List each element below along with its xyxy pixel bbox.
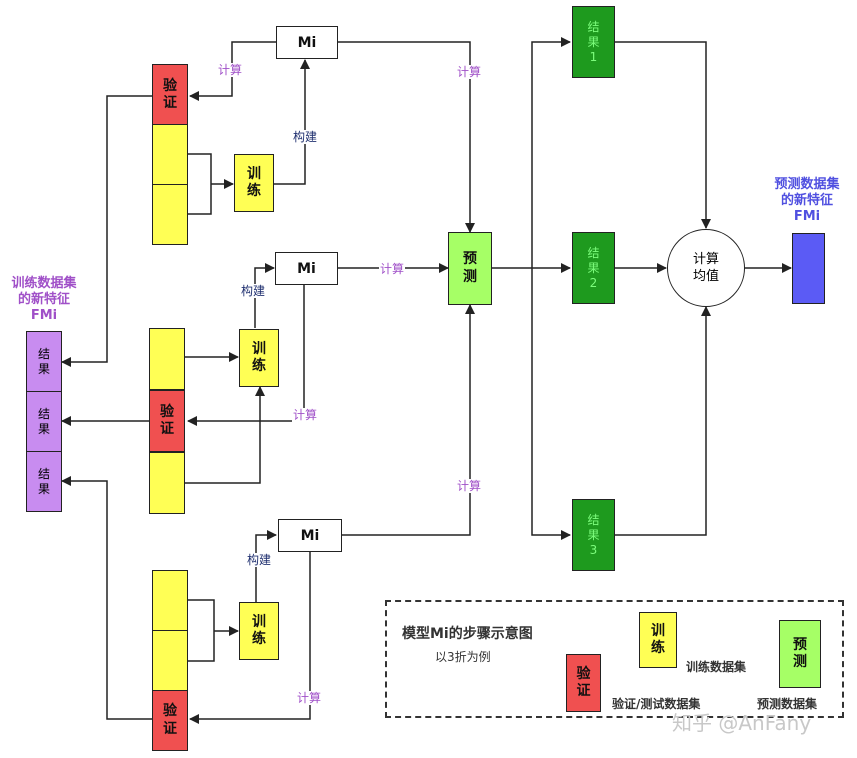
legend-predict-label: 预测数据集 <box>757 697 818 711</box>
train-box-fold1-label: 训 练 <box>247 165 261 200</box>
predict-box-label: 预 测 <box>463 251 477 285</box>
train-block-fold3-a <box>152 570 188 632</box>
build-label-fold3: 构建 <box>246 553 273 567</box>
predict-box: 预 测 <box>448 232 492 305</box>
verify-box-fold2-label: 验 证 <box>160 403 174 438</box>
build-label-fold2: 构建 <box>240 284 267 298</box>
result-box-left-2-label: 结 果 <box>37 406 50 436</box>
result-box-left-3: 结 果 <box>26 451 62 512</box>
legend-verify-label: 验证/测试数据集 <box>612 697 701 711</box>
legend-train-label: 训练数据集 <box>686 660 747 674</box>
train-box-fold3-label: 训 练 <box>252 613 266 648</box>
train-box-fold2-label: 训 练 <box>252 340 266 375</box>
legend-verify-swatch-label: 验 证 <box>576 665 591 700</box>
watermark: 知乎 @AnFany <box>672 711 812 735</box>
result-box-1: 结 果 1 <box>572 6 615 78</box>
result-box-left-1: 结 果 <box>26 331 62 392</box>
train-box-fold3: 训 练 <box>239 602 279 660</box>
calc-label-fold3-verify: 计算 <box>296 691 323 705</box>
result-box-3: 结 果 3 <box>572 499 615 571</box>
result-box-left-3-label: 结 果 <box>37 466 50 496</box>
legend-predict-swatch-label: 预 测 <box>793 636 807 671</box>
train-block-fold1-a <box>152 124 188 186</box>
result-box-3-label: 结 果 3 <box>587 512 600 557</box>
result-box-left-1-label: 结 果 <box>37 346 50 376</box>
verify-box-fold1-label: 验 证 <box>163 77 177 112</box>
legend-train-swatch-label: 训 练 <box>651 622 665 657</box>
model-box-fold2-label: Mi <box>297 260 316 277</box>
calc-label-fold1-verify: 计算 <box>217 63 244 77</box>
legend-predict-swatch: 预 测 <box>779 620 821 688</box>
model-box-fold2: Mi <box>275 252 338 285</box>
legend-train-swatch: 训 练 <box>639 612 677 668</box>
legend-verify-swatch: 验 证 <box>566 654 601 712</box>
result-box-2: 结 果 2 <box>572 232 615 304</box>
model-box-fold1: Mi <box>276 26 338 59</box>
train-block-fold1-b <box>152 184 188 245</box>
verify-box-fold3: 验 证 <box>152 690 188 751</box>
train-block-fold2-b <box>149 452 185 514</box>
model-box-fold1-label: Mi <box>297 34 317 51</box>
legend-title: 模型Mi的步骤示意图 <box>402 626 533 642</box>
calc-label-fold3-predict: 计算 <box>456 479 483 493</box>
calc-label-fold2-predict: 计算 <box>379 262 406 276</box>
train-block-fold2-a <box>149 328 185 390</box>
train-box-fold2: 训 练 <box>239 329 279 387</box>
train-box-fold1: 训 练 <box>234 154 274 212</box>
predict-feature-box <box>792 233 825 304</box>
average-node-label: 计算 均值 <box>692 252 719 284</box>
predict-new-feature-title: 预测数据集 的新特征 FMi <box>774 177 840 224</box>
train-block-fold3-b <box>152 630 188 692</box>
calc-label-fold1-predict: 计算 <box>456 65 483 79</box>
legend-panel <box>385 600 844 718</box>
calc-label-fold2-verify: 计算 <box>292 408 319 422</box>
model-box-fold3: Mi <box>278 519 342 552</box>
build-label-fold1: 构建 <box>292 130 319 144</box>
legend-subtitle: 以3折为例 <box>435 650 491 664</box>
result-box-left-2: 结 果 <box>26 391 62 452</box>
verify-box-fold3-label: 验 证 <box>163 703 177 737</box>
train-new-feature-title: 训练数据集 的新特征 FMi <box>11 276 77 323</box>
result-box-2-label: 结 果 2 <box>587 245 600 290</box>
verify-box-fold2: 验 证 <box>149 390 185 452</box>
average-node: 计算 均值 <box>667 229 745 307</box>
model-box-fold3-label: Mi <box>300 527 320 544</box>
result-box-1-label: 结 果 1 <box>587 19 600 64</box>
verify-box-fold1: 验 证 <box>152 64 188 126</box>
